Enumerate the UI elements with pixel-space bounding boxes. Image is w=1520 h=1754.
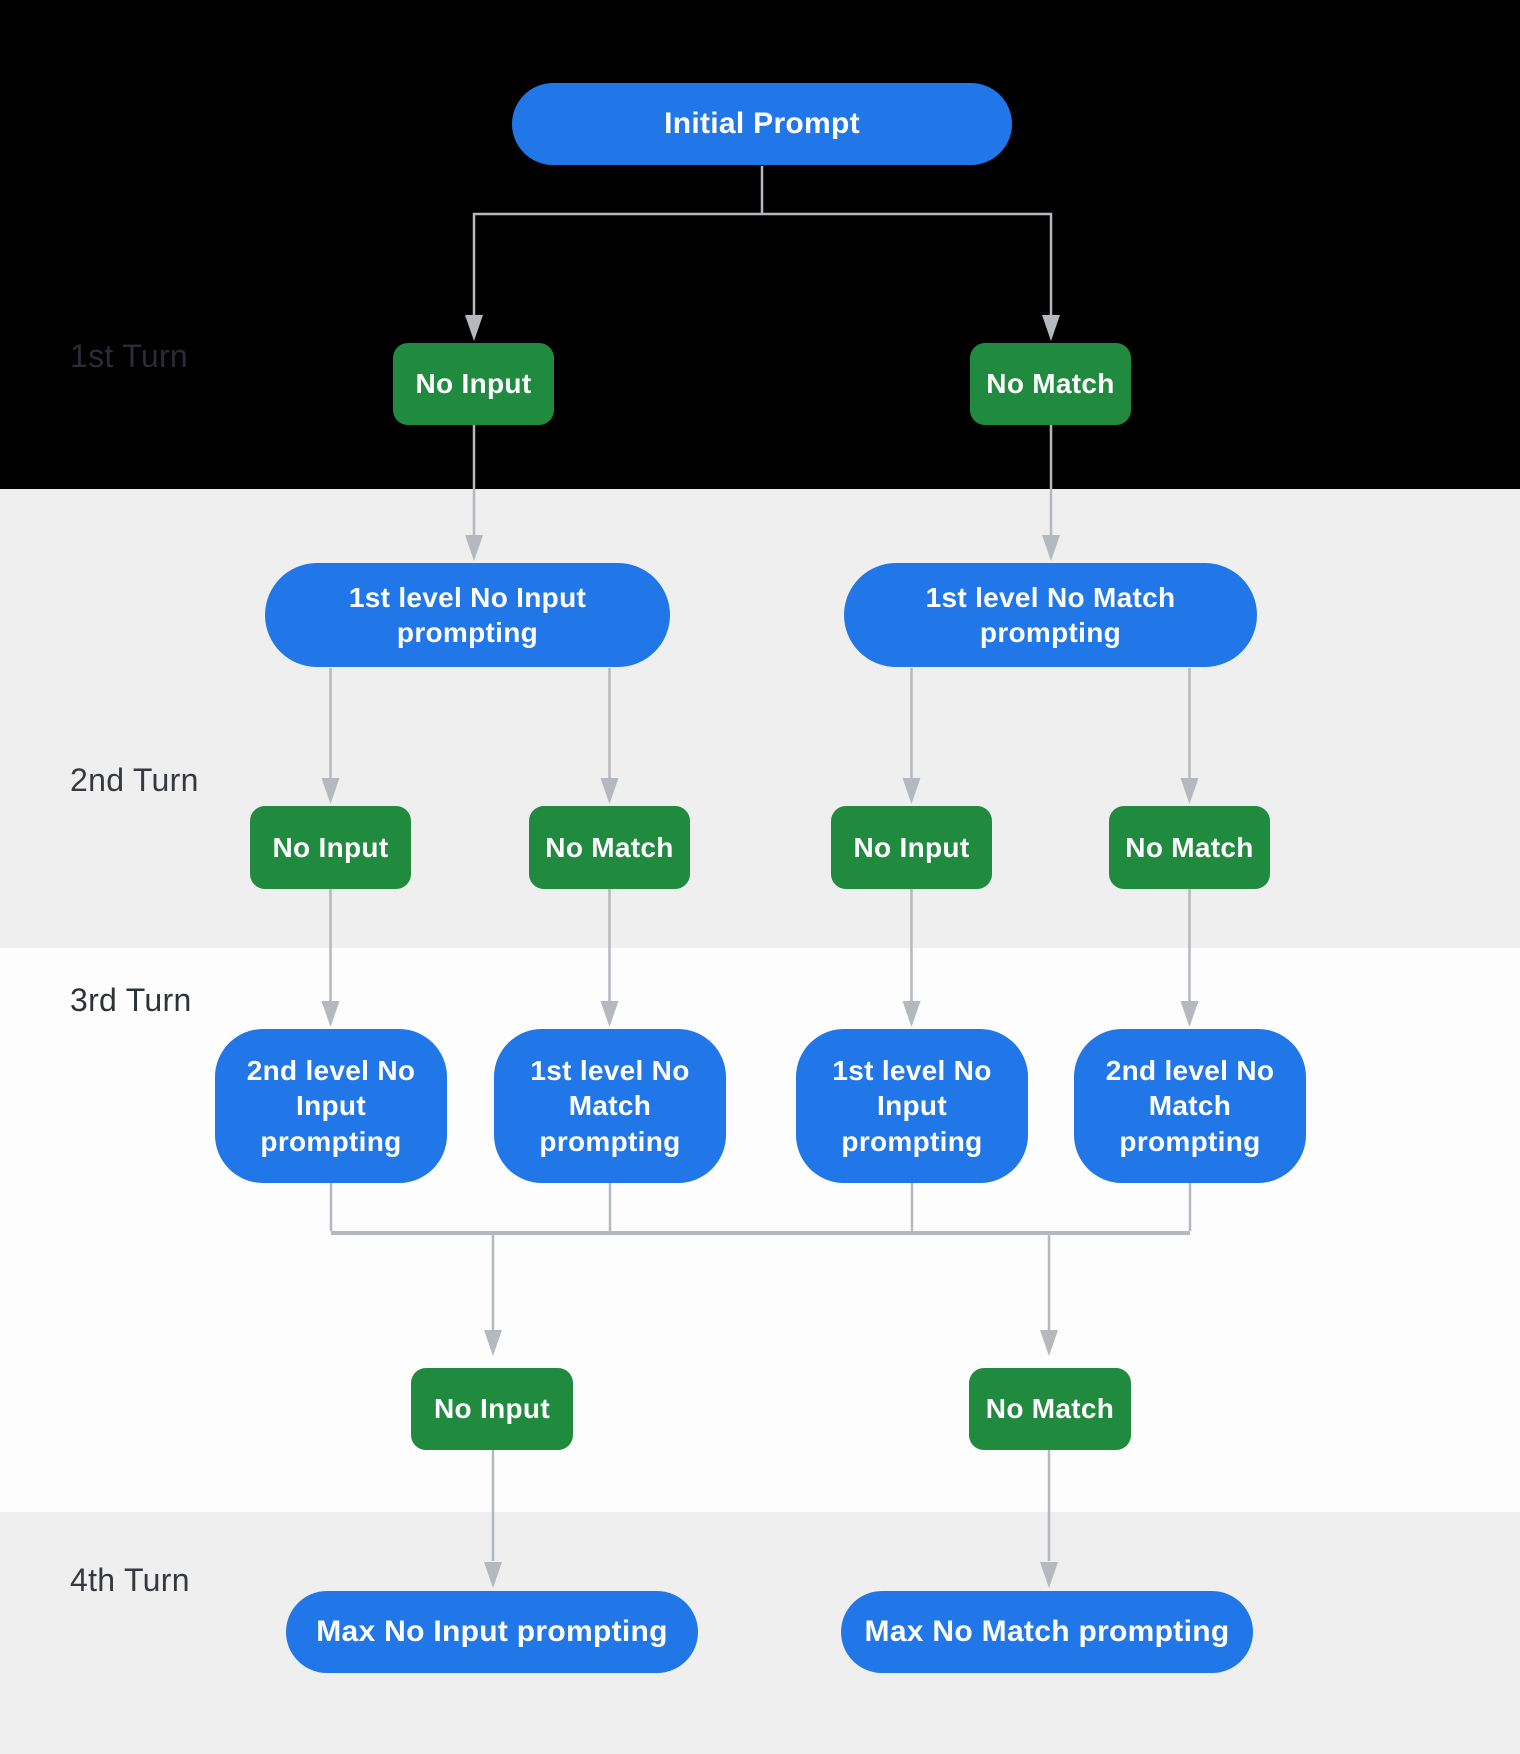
node-turn2-no-match-2: No Match (1109, 806, 1270, 889)
node-turn2-no-match-prompting: 1st level No Match prompting (844, 563, 1257, 667)
node-turn4-max-no-match-prompting: Max No Match prompting (841, 1591, 1253, 1673)
node-turn2-no-input-prompting: 1st level No Input prompting (265, 563, 670, 667)
turn2-label: 2nd Turn (70, 762, 199, 798)
node-turn2-no-input-2: No Input (831, 806, 992, 889)
turn1-band (0, 0, 1520, 489)
node-turn3-1st-level-no-match-prompting: 1st level No Match prompting (494, 1029, 726, 1183)
node-turn3-2nd-level-no-input-prompting: 2nd level No Input prompting (215, 1029, 447, 1183)
node-turn3-no-match: No Match (969, 1368, 1131, 1450)
node-turn4-max-no-input-prompting: Max No Input prompting (286, 1591, 698, 1673)
node-turn3-no-input: No Input (411, 1368, 573, 1450)
node-turn3-1st-level-no-input-prompting: 1st level No Input prompting (796, 1029, 1028, 1183)
node-turn2-no-match-1: No Match (529, 806, 690, 889)
node-turn2-no-input-1: No Input (250, 806, 411, 889)
turn3-label: 3rd Turn (70, 982, 192, 1018)
turn4-band (0, 1512, 1520, 1754)
turn1-label: 1st Turn (70, 338, 189, 374)
turn2-band (0, 489, 1520, 948)
node-turn1-no-input: No Input (393, 343, 554, 425)
node-initial-prompt: Initial Prompt (512, 83, 1012, 165)
node-turn1-no-match: No Match (970, 343, 1131, 425)
turn3-band (0, 948, 1520, 1512)
turn4-label: 4th Turn (70, 1562, 190, 1598)
node-turn3-2nd-level-no-match-prompting: 2nd level No Match prompting (1074, 1029, 1306, 1183)
